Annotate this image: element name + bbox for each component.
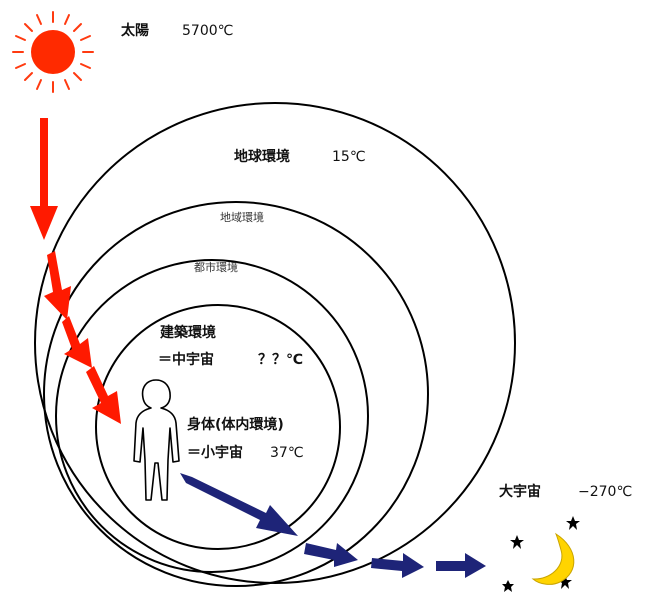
body-microcosm-label: ＝小宇宙 [187,445,243,461]
urban-environment-label: 都市環境 [194,261,238,274]
regional-environment-label: 地域環境 [220,211,264,224]
space-temperature: −270℃ [578,484,633,500]
sun-label: 太陽 [121,23,149,39]
heat-arrow [62,316,92,368]
body-heat-release-arrows [180,473,486,578]
sun-temperature: 5700℃ [182,23,234,39]
star-icon [558,575,572,589]
heat-arrow [44,251,71,320]
building-mesocosm-label: ＝中宇宙 [158,352,214,368]
solar-heat-arrows [30,118,121,424]
heat-arrow [30,118,58,240]
heat-arrow [86,366,121,424]
release-arrow [180,473,298,536]
building-environment-label: 建築環境 [160,325,216,341]
star-icon [502,580,514,592]
urban-environment-circle [55,259,369,573]
release-arrow [304,543,358,567]
body-temperature: 37℃ [270,445,304,461]
star-icon [510,535,524,549]
regional-environment-circle [43,201,429,587]
release-arrow [436,553,486,578]
earth-environment-label: 地球環境 [234,149,290,165]
macrocosm-label: 大宇宙 [499,484,541,500]
star-icon [566,516,580,530]
body-environment-label: 身体(体内環境) [187,417,284,433]
building-environment-circle [95,304,341,550]
crescent-moon-icon [531,532,575,585]
earth-temperature: 15℃ [332,149,366,165]
sun-icon [12,11,94,93]
human-body-icon [133,379,180,501]
release-arrow [371,553,424,578]
building-temperature: ？？℃ [258,352,303,368]
